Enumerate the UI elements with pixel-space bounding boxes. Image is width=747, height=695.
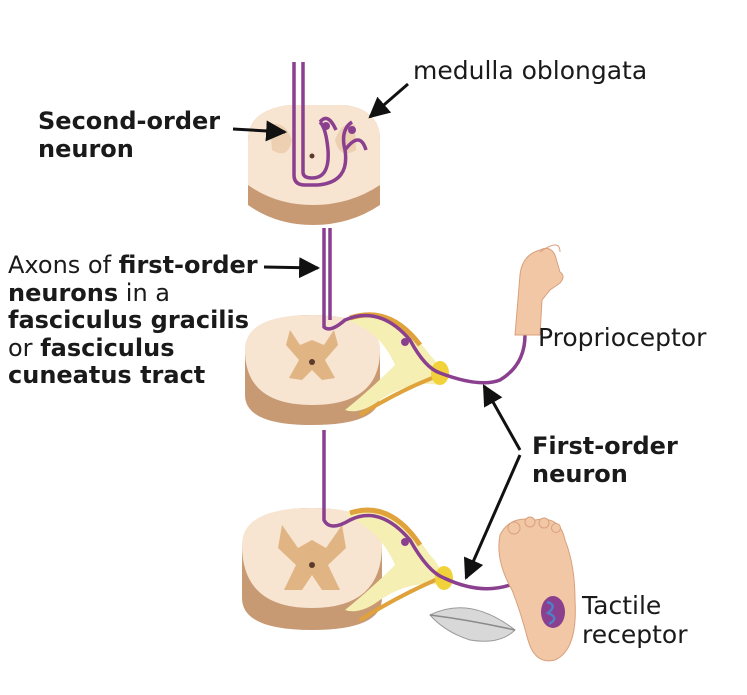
arrow-medulla	[368, 82, 409, 119]
first-order-upper-neuron	[322, 228, 527, 385]
axons-label: Axons of first-order neurons in a fascic…	[8, 251, 258, 390]
medulla-section	[248, 105, 380, 225]
annotation-arrows	[232, 82, 522, 580]
arrow-first-order-lower	[463, 454, 522, 580]
second-order-label-line1: Second-order	[38, 107, 221, 135]
first-order-label: First-order neuron	[532, 432, 678, 488]
axons-label-line3: fasciculus gracilis	[8, 306, 250, 335]
tactile-label-line2: receptor	[582, 619, 688, 649]
axons-label-line2: neurons in a	[8, 278, 258, 308]
first-order-label-line2: neuron	[532, 459, 628, 488]
hand-illustration	[514, 244, 564, 336]
arrow-first-order-upper	[482, 384, 522, 451]
axons-text-3: neurons	[8, 278, 119, 307]
feather-icon	[429, 607, 516, 642]
tactile-receptor-label: Tactile receptor	[582, 591, 688, 650]
axons-text-6: or	[8, 333, 41, 362]
tactile-label-line1: Tactile	[582, 591, 662, 620]
arrow-second-order	[232, 120, 288, 142]
foot-illustration	[498, 516, 576, 662]
tactile-receptor-icon	[541, 596, 565, 628]
axons-text-7: fasciculus	[40, 333, 175, 362]
axons-text-1: Axons of	[8, 251, 119, 279]
second-order-label: Second-order neuron	[38, 107, 221, 163]
second-order-axon-left	[292, 62, 318, 187]
upper-spinal-cord-section	[245, 315, 380, 425]
second-order-label-line2: neuron	[38, 134, 134, 163]
proprioceptor-label: Proprioceptor	[538, 323, 707, 352]
arrow-axons	[263, 257, 321, 279]
axons-label-line4: or fasciculus	[8, 333, 258, 363]
axons-label-line1: Axons of first-order	[8, 251, 258, 280]
lower-nerve-root	[345, 507, 453, 622]
axons-label-line5: cuneatus tract	[8, 361, 206, 390]
first-order-label-line1: First-order	[532, 432, 678, 460]
second-order-axon-right	[301, 62, 330, 180]
neuron-pathways	[292, 62, 554, 609]
axons-text-4: in a	[118, 278, 170, 307]
lower-spinal-cord-section	[242, 508, 382, 630]
medulla-label: medulla oblongata	[413, 56, 648, 85]
axons-text-2: first-order	[118, 251, 258, 279]
